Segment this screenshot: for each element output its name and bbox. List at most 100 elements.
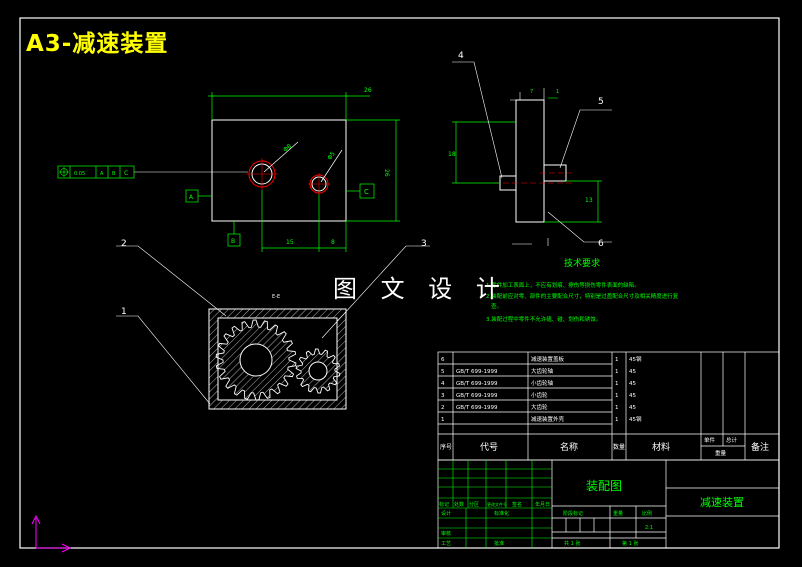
technical-requirements: 技术要求 1.零件加工表面上，不应有划痕、擦伤等损伤零件表面的缺陷。 2.装配前… (486, 257, 679, 323)
bom-cell: 45钢 (629, 355, 642, 363)
tech-line-1: 1.零件加工表面上，不应有划痕、擦伤等损伤零件表面的缺陷。 (486, 281, 640, 289)
drawing-name: 减速装置 (700, 496, 744, 509)
ucs-icon (31, 514, 72, 553)
side-view: 18 13 7 1 (448, 88, 602, 246)
callout-leaders (116, 61, 612, 405)
svg-text:年月日: 年月日 (535, 501, 550, 508)
bom-cell: 1 (615, 417, 619, 423)
svg-text:审核: 审核 (441, 530, 451, 537)
drawing-title: A3-减速装置 (26, 31, 169, 57)
section-label: E-E (272, 294, 280, 300)
svg-text:备注: 备注 (751, 441, 769, 453)
svg-text:重量: 重量 (715, 449, 727, 457)
svg-text:重量: 重量 (613, 510, 623, 517)
tech-line-3: 查。 (491, 302, 502, 310)
bom-cell: 小齿轮轴 (531, 379, 554, 387)
svg-text:更改文件号: 更改文件号 (487, 501, 507, 507)
bom-cell: GB/T 699-1999 (456, 381, 498, 387)
bom-cell: 2 (441, 405, 445, 411)
bom-cell: 1 (441, 417, 445, 423)
tech-line-4: 3.装配过程中零件不允许磕、碰、划伤和锈蚀。 (486, 315, 601, 323)
bom-cell: 大齿轮 (531, 403, 548, 411)
svg-text:单件: 单件 (704, 436, 716, 444)
dim-left-bottom: 15 (286, 239, 294, 246)
bom-cell: 45 (629, 369, 636, 375)
section-view: E-E (208, 294, 347, 410)
tech-line-2: 2.装配前应对零、部件的主要配合尺寸，特别是过盈配合尺寸及相关精度进行复 (486, 292, 679, 300)
feature-control-frame: 0.05 A B C (57, 165, 248, 179)
hole-label-2: Φ5 (326, 150, 337, 161)
dim-side-left: 18 (448, 151, 456, 158)
bom-header: 序号 代号 名称 数量 材料 单件 总计 重量 备注 (440, 436, 769, 457)
title-block-left (438, 460, 552, 548)
svg-text:比例: 比例 (642, 510, 652, 517)
callout-2: 2 (121, 239, 127, 249)
svg-text:B: B (231, 238, 235, 245)
dim-top: 26 (364, 87, 372, 94)
front-body (211, 119, 347, 222)
datum-a: A (185, 189, 212, 203)
bom-cell: 1 (615, 357, 619, 363)
svg-text:标记: 标记 (439, 501, 449, 508)
bom-cell: 减速装置外壳 (531, 415, 565, 423)
svg-text:阶段标记: 阶段标记 (563, 510, 583, 517)
front-view: 26 26 15 8 Φ8 Φ5 (57, 87, 400, 252)
title-block-labels: 标记 处数 分区 更改文件号 签名 年月日 设计 标准化 审核 工艺 批准 阶段… (439, 501, 653, 547)
svg-text:材料: 材料 (652, 441, 670, 453)
callout-6: 6 (598, 239, 604, 249)
side-plate (515, 99, 545, 223)
svg-text:C: C (124, 170, 128, 177)
svg-text:设计: 设计 (441, 510, 451, 517)
bom-cell: 4 (441, 381, 445, 387)
svg-text:2:1: 2:1 (645, 525, 653, 531)
bom-cell: 减速装置盖板 (531, 355, 565, 363)
bom-cell: 1 (615, 405, 619, 411)
svg-text:总计: 总计 (726, 436, 738, 444)
bom-cell: GB/T 699-1999 (456, 369, 498, 375)
svg-text:分区: 分区 (469, 501, 479, 508)
datum-c: C (346, 183, 375, 199)
bom-table (437, 351, 780, 461)
callout-3: 3 (421, 239, 427, 249)
svg-text:第 1 张: 第 1 张 (622, 540, 638, 547)
drawing-type: 装配图 (586, 479, 622, 493)
bom-cell: 1 (615, 369, 619, 375)
bom-cell: 45 (629, 393, 636, 399)
bom-cell: 1 (615, 393, 619, 399)
svg-text:批准: 批准 (494, 540, 504, 547)
svg-text:工艺: 工艺 (441, 541, 451, 547)
big-gear-bore (239, 343, 273, 377)
svg-text:序号: 序号 (440, 443, 452, 451)
watermark: 图 文 设 计 (333, 275, 508, 303)
bom-cell: 大齿轮轴 (531, 367, 554, 375)
svg-text:0.05: 0.05 (74, 171, 85, 177)
svg-text:A: A (100, 171, 104, 177)
title-block (437, 459, 780, 549)
svg-text:处数: 处数 (454, 501, 464, 508)
bom-cell: 45钢 (629, 415, 642, 423)
dim-side-top: 7 (530, 89, 533, 95)
small-gear-bore (308, 361, 328, 381)
sheet-frame (19, 17, 780, 549)
bom-cell: 3 (441, 393, 445, 399)
svg-text:共 1 张: 共 1 张 (564, 540, 580, 547)
bom-cell: 5 (441, 369, 445, 375)
dim-right: 26 (383, 169, 390, 177)
bom-cell: GB/T 699-1999 (456, 405, 498, 411)
callout-4: 4 (458, 51, 464, 61)
callout-1: 1 (121, 307, 127, 317)
tech-heading: 技术要求 (564, 257, 600, 269)
bom-cell: 45 (629, 381, 636, 387)
dim-side-top2: 1 (556, 89, 559, 95)
svg-text:标准化: 标准化 (494, 510, 509, 517)
bom-cell: GB/T 699-1999 (456, 393, 498, 399)
datum-b: B (227, 221, 241, 247)
dim-side-right: 13 (585, 197, 593, 204)
bom-cell: 6 (441, 357, 445, 363)
svg-text:代号: 代号 (480, 442, 498, 453)
callout-5: 5 (598, 97, 604, 107)
hole-label-1: Φ8 (282, 143, 293, 154)
dim-mid-bottom: 8 (331, 239, 335, 246)
